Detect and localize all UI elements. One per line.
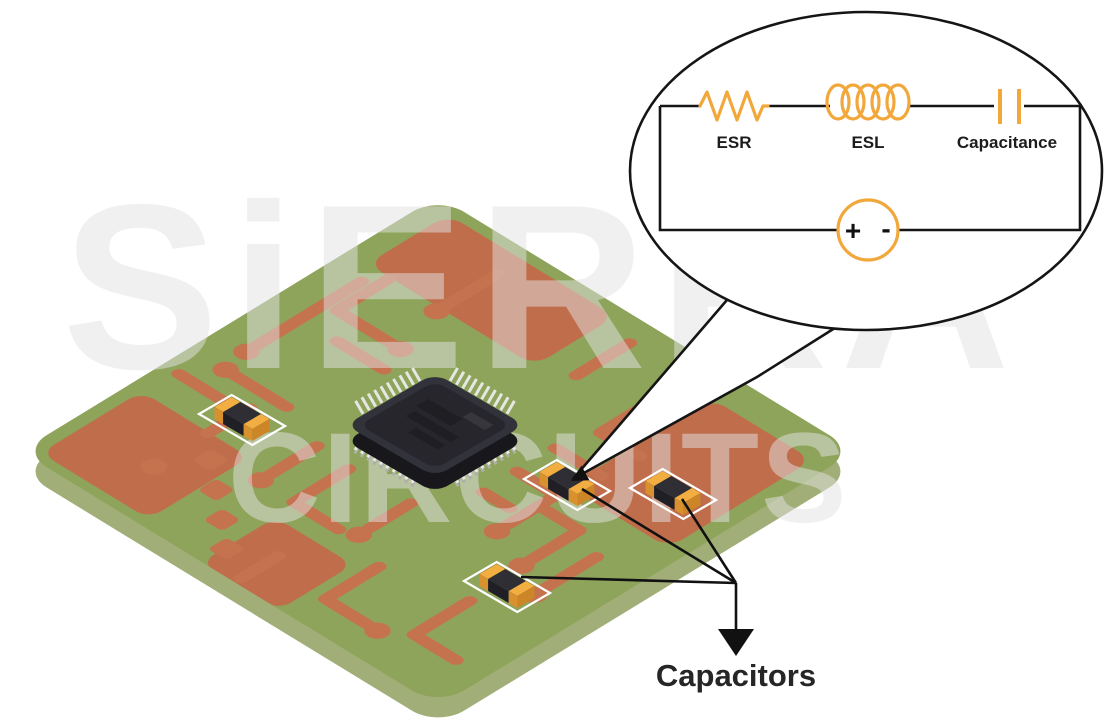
callout-bubble: ESR ESL Capacitance + -: [571, 10, 1104, 481]
annotation-lines: [520, 487, 738, 629]
esr-resistor-symbol-icon: [698, 90, 770, 122]
callout-arrowhead-icon: [571, 465, 590, 481]
esr-label: ESR: [717, 133, 752, 152]
capacitors-label: Capacitors: [656, 658, 816, 693]
capacitance-label: Capacitance: [957, 133, 1057, 152]
down-arrow-icon: [718, 629, 754, 656]
equivalent-circuit: ESR ESL Capacitance + -: [658, 83, 1082, 262]
minus-label: -: [881, 213, 890, 244]
capacitance-symbol-icon: [998, 89, 1021, 124]
watermark-line2: CIRCUITS: [228, 407, 848, 550]
callout-ellipse: [628, 10, 1104, 332]
esl-label: ESL: [851, 133, 884, 152]
voltage-source-icon: + -: [836, 198, 900, 262]
plus-label: +: [845, 215, 861, 246]
copper-traces: [48, 219, 804, 665]
esl-inductor-symbol-icon: [825, 83, 911, 121]
ic-chip: [349, 367, 521, 489]
chip-top-face: [352, 377, 518, 473]
